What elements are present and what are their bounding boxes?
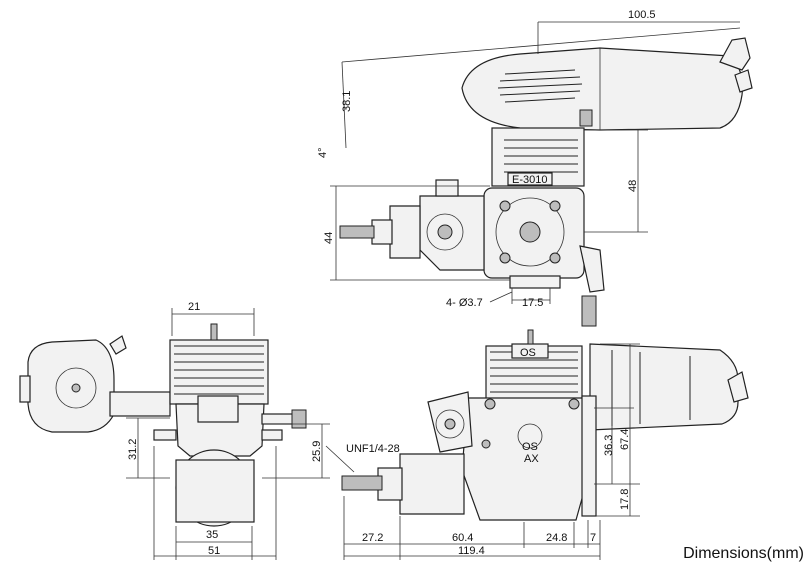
svg-text:4°: 4°	[317, 147, 329, 158]
svg-text:7: 7	[590, 532, 596, 544]
svg-text:UNF1/4-28: UNF1/4-28	[346, 443, 400, 455]
svg-text:48: 48	[627, 180, 639, 192]
svg-text:35: 35	[206, 529, 218, 541]
svg-text:25.9: 25.9	[311, 441, 323, 462]
svg-text:36.3: 36.3	[603, 435, 615, 456]
crankshaft-side	[341, 475, 383, 491]
cooling-fins-side	[490, 351, 578, 393]
muffler-slots	[497, 69, 583, 103]
svg-text:4- Ø3.7: 4- Ø3.7	[446, 297, 483, 309]
svg-text:67.4: 67.4	[619, 429, 631, 450]
top-view: E-3010 100.5 38.1 4° 48	[317, 9, 753, 327]
crankshaft-top	[339, 225, 375, 239]
svg-text:OS: OS	[522, 441, 538, 453]
svg-text:17.5: 17.5	[522, 297, 543, 309]
front-view: 21 31.2 25.9 35 51	[19, 301, 330, 560]
cooling-fins-front	[174, 345, 264, 395]
cooling-fins-top	[504, 139, 578, 173]
muffler-front	[27, 339, 115, 433]
svg-text:38.1: 38.1	[341, 91, 353, 112]
svg-text:119.4: 119.4	[458, 545, 485, 557]
svg-text:100.5: 100.5	[628, 9, 656, 21]
svg-text:60.4: 60.4	[452, 532, 473, 544]
svg-text:51: 51	[208, 545, 220, 557]
muffler-side	[589, 343, 739, 431]
side-view: OS OS AX UNF1/4-28 36.3 67.4 17.8	[325, 329, 749, 560]
svg-text:24.8: 24.8	[546, 532, 567, 544]
muffler-top	[461, 47, 744, 131]
svg-text:31.2: 31.2	[127, 439, 139, 460]
model-badge: AX	[524, 453, 539, 465]
svg-text:44: 44	[323, 232, 335, 244]
brand-logo: OS	[520, 347, 536, 359]
svg-text:21: 21	[188, 301, 200, 313]
dimensions-caption: Dimensions(mm)	[683, 545, 804, 562]
engine-code: E-3010	[512, 174, 547, 186]
svg-text:17.8: 17.8	[619, 489, 631, 510]
svg-text:27.2: 27.2	[362, 532, 383, 544]
